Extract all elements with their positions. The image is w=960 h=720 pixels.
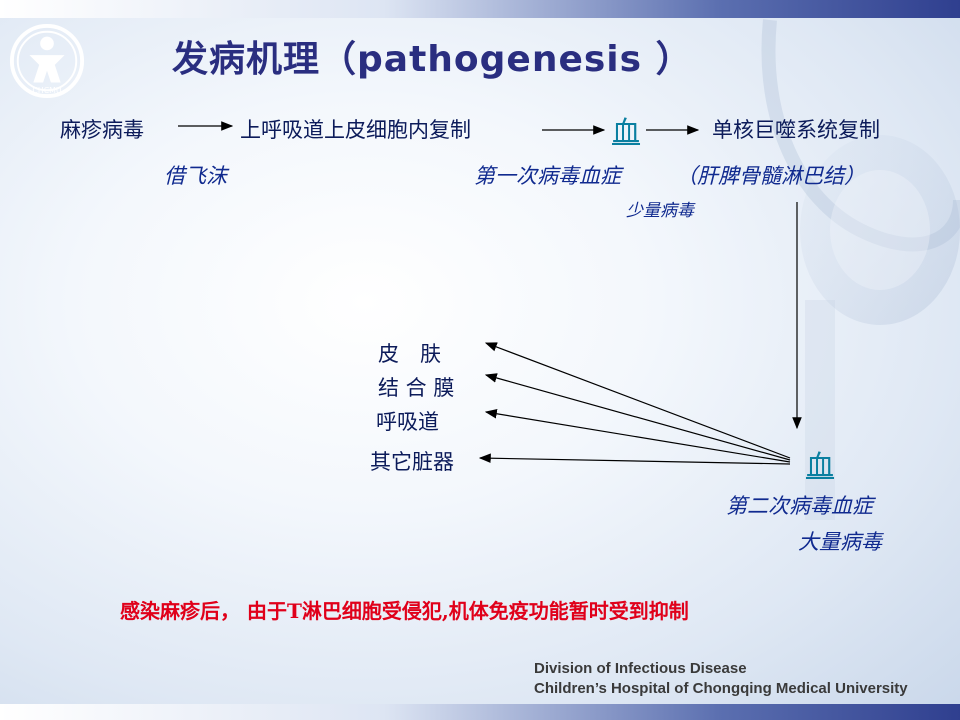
droplet-label: 借飞沫: [164, 164, 227, 188]
slide-title: 发病机理（pathogenesis ）: [172, 39, 693, 80]
target-skin: 皮 肤: [378, 342, 441, 366]
arrow-to-respiratory: [484, 409, 791, 463]
blood-label-1: 血: [612, 115, 641, 148]
measles-virus-label: 麻疹病毒: [60, 118, 144, 142]
first-viremia-label: 第一次病毒血症: [474, 164, 621, 188]
small-amount-label: 少量病毒: [626, 201, 694, 221]
affiliation-line-1: Division of Infectious Disease: [534, 660, 747, 677]
target-conjunctiva: 结 合 膜: [378, 376, 455, 400]
hospital-logo: CHCMU: [9, 23, 85, 99]
arrow-to-other-organs: [478, 453, 791, 465]
upper-respiratory-replication-label: 上呼吸道上皮细胞内复制: [240, 118, 471, 142]
affiliation-line-2: Children’s Hospital of Chongqing Medical…: [534, 680, 908, 697]
mononuclear-replication-label: 单核巨噬系统复制: [712, 118, 880, 142]
organs-label: （肝脾骨髓淋巴结）: [676, 164, 865, 188]
large-amount-label: 大量病毒: [798, 530, 882, 554]
top-banner: [0, 0, 960, 18]
arrow-to-skin: [484, 342, 791, 459]
blood-label-2: 血: [806, 449, 835, 482]
target-respiratory: 呼吸道: [376, 410, 439, 434]
logo-text: CHCMU: [32, 86, 61, 95]
bottom-banner: [0, 704, 960, 720]
target-other-organs: 其它脏器: [370, 450, 454, 474]
second-viremia-label: 第二次病毒血症: [726, 494, 873, 518]
immune-suppression-note: 感染麻疹后， 由于T淋巴细胞受侵犯,机体免疫功能暂时受到抑制: [120, 599, 689, 623]
arrow-to-conjunctiva: [484, 373, 791, 461]
